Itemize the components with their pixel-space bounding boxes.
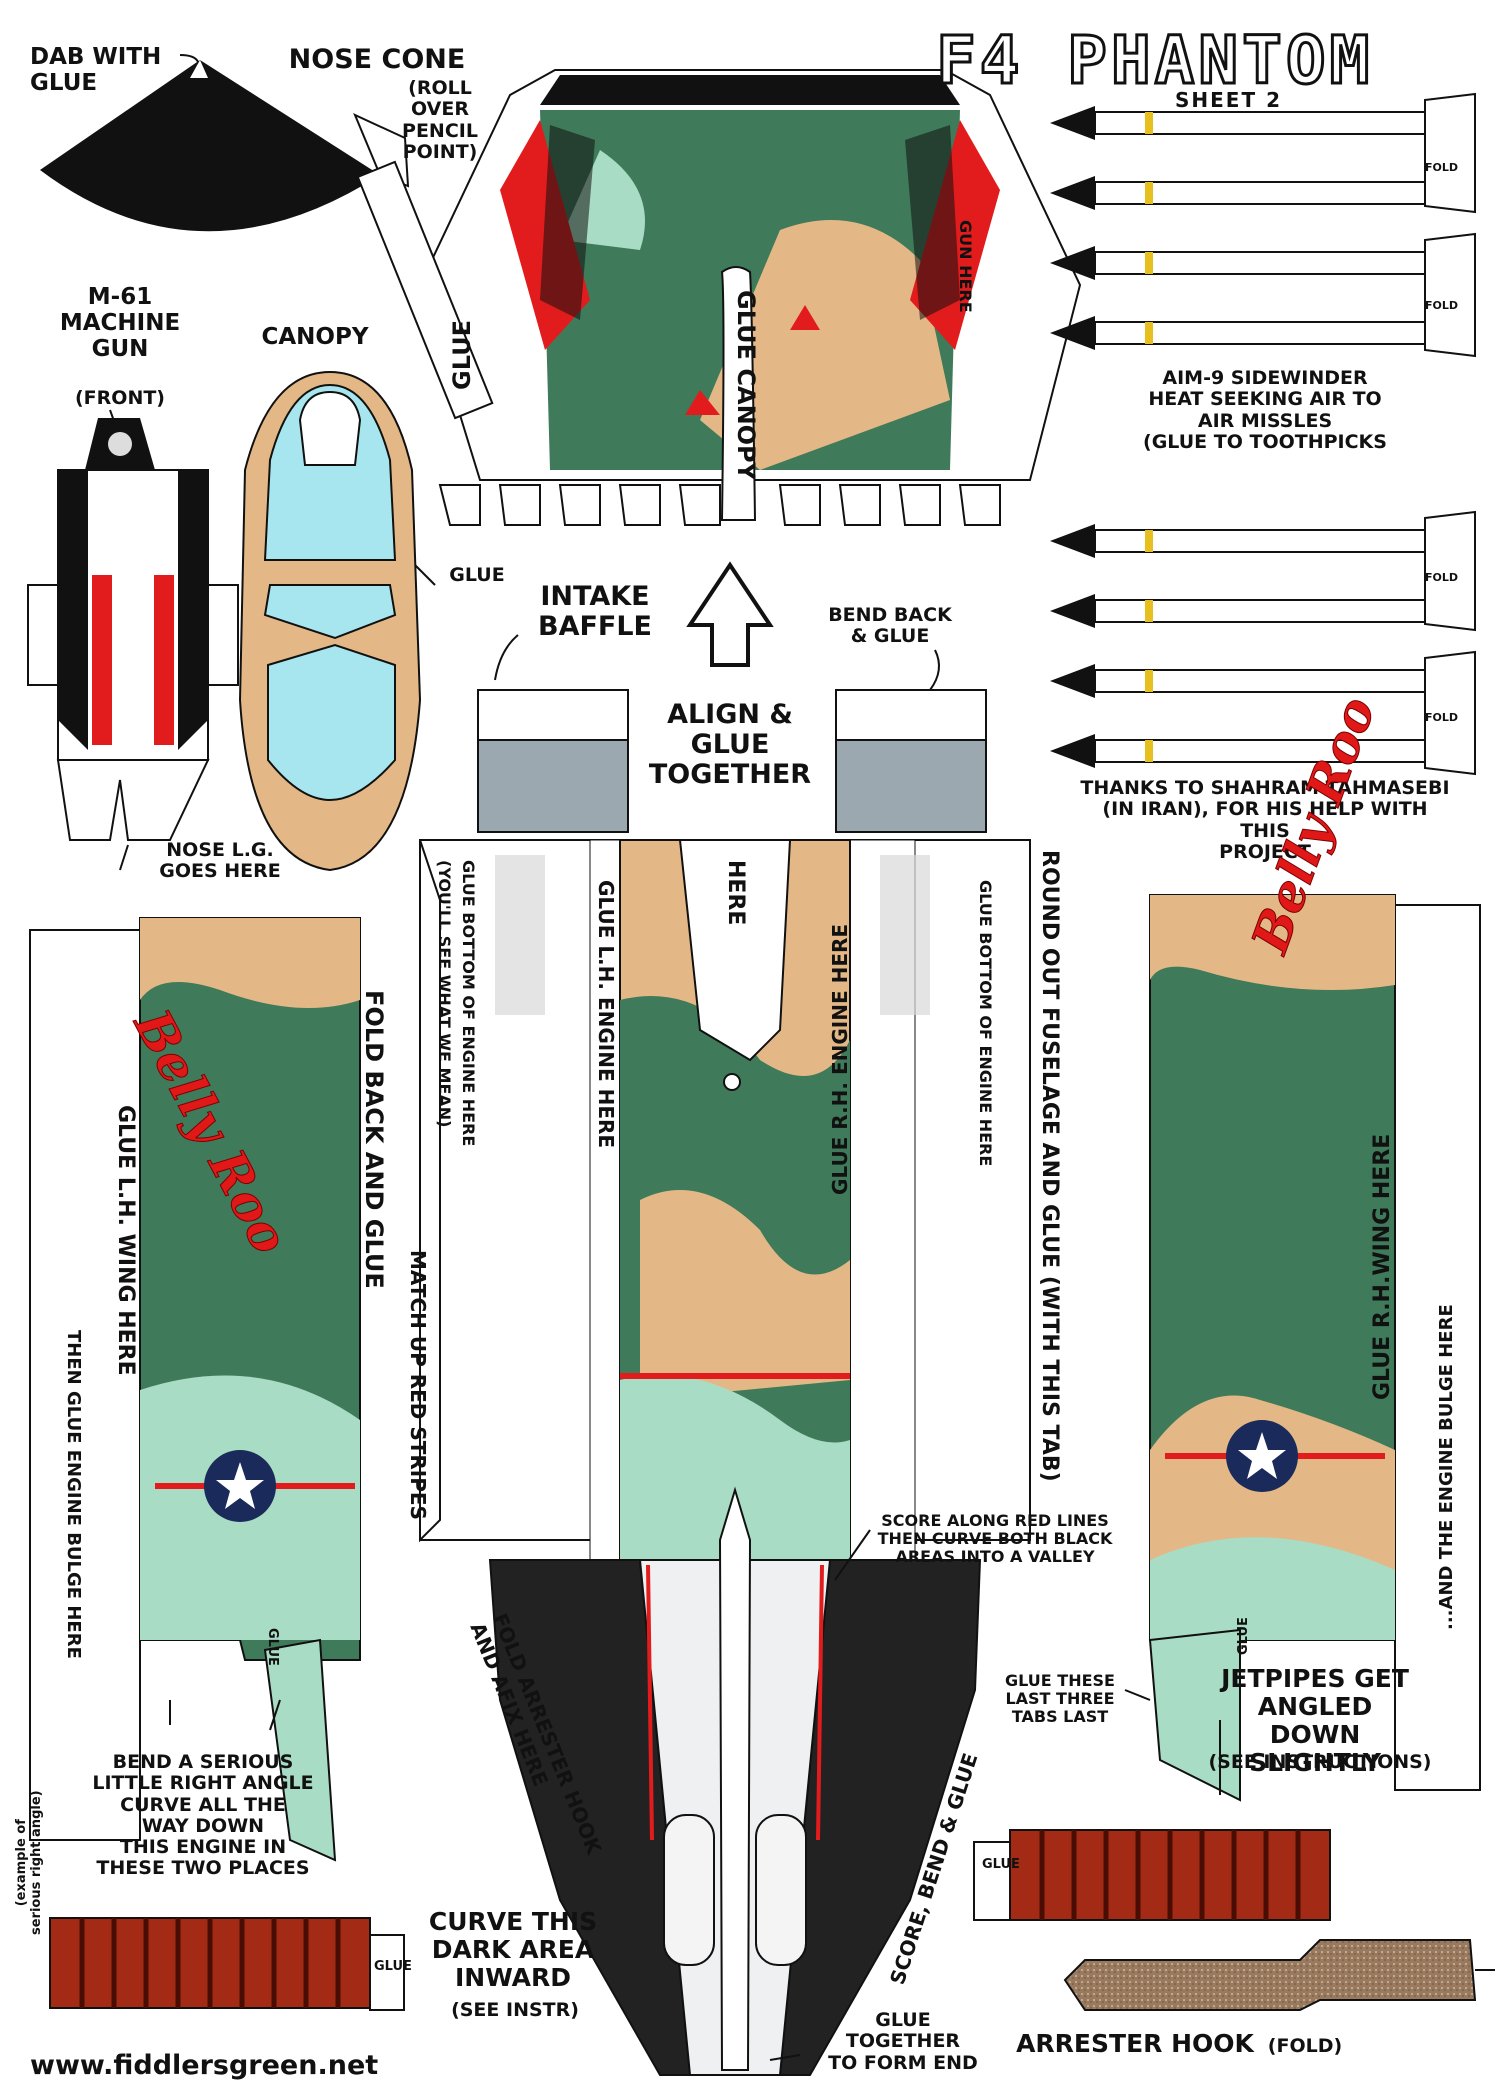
- glue-lh-wing-label: GLUE L.H. WING HERE: [113, 1105, 138, 1376]
- curve-dark-label: CURVE THIS DARK AREA INWARD: [428, 1907, 598, 1992]
- nose-lg-label: NOSE L.G. GOES HERE: [159, 839, 281, 883]
- fold-mark-2: FOLD: [1425, 299, 1459, 312]
- main-fuselage-part: [419, 839, 1031, 1561]
- missile-group-bottom: [1050, 510, 1476, 776]
- glue-together-end-label: GLUE TOGETHER TO FORM END: [828, 2009, 978, 2074]
- canopy-glue-label: GLUE: [449, 564, 505, 586]
- glue-these-tabs-label: GLUE THESE LAST THREE TABS LAST: [1005, 1671, 1115, 1726]
- intake-baffle-label: INTAKE BAFFLE: [537, 581, 652, 643]
- intake-baffle-right: [835, 689, 987, 833]
- roll-over-label: (ROLL OVER PENCIL POINT): [402, 77, 478, 163]
- score-red-lines-label: SCORE ALONG RED LINES THEN CURVE BOTH BL…: [877, 1511, 1113, 1566]
- here-label: HERE: [723, 860, 748, 926]
- then-glue-bulge-label: THEN GLUE ENGINE BULGE HERE: [63, 1330, 84, 1659]
- intake-baffle-left: [477, 689, 629, 833]
- fold-mark-3: FOLD: [1425, 571, 1459, 584]
- dab-with-glue-label: DAB WITH GLUE: [30, 44, 162, 96]
- fold-mark-4: FOLD: [1425, 711, 1459, 724]
- example-angle-label: (example of serious right angle): [14, 1790, 44, 1935]
- m61-gun-part: [27, 418, 239, 841]
- pointer-arrows: [109, 54, 1221, 2061]
- glue-bottom-right-label: GLUE BOTTOM OF ENGINE HERE: [976, 880, 995, 1167]
- round-out-fuselage-label: ROUND OUT FUSELAGE AND GLUE (WITH THIS T…: [1037, 850, 1062, 1482]
- canopy-label: CANOPY: [261, 324, 369, 350]
- gun-here-label: GUN HERE: [956, 220, 975, 313]
- arrester-hook-part: [1063, 1939, 1495, 2011]
- arrester-hook-label: ARRESTER HOOK: [1016, 2029, 1254, 2058]
- bend-back-label: BEND BACK & GLUE: [828, 604, 952, 648]
- nose-cone-label: NOSE CONE: [288, 44, 466, 75]
- match-red-stripes-label: MATCH UP RED STRIPES: [406, 1250, 430, 1520]
- glue-jetpipe-left: GLUE: [374, 1959, 412, 1974]
- page-subtitle: SHEET 2: [1175, 88, 1282, 112]
- see-instructions-label: (SEE INSTRUCTIONS): [1208, 1751, 1432, 1773]
- wing-tab-glue-left: GLUE: [265, 1628, 280, 1666]
- right-wing-panel: [1148, 894, 1481, 1802]
- glue-canopy-strip-label: GLUE CANOPY: [732, 290, 760, 481]
- rear-fuselage-part: [488, 1486, 982, 2076]
- align-glue-label: ALIGN & GLUE TOGETHER: [648, 699, 812, 791]
- m61-label: M-61 MACHINE GUN: [59, 284, 181, 362]
- wing-tab-glue-right: GLUE: [1236, 1617, 1251, 1655]
- fold-back-glue-label: FOLD BACK AND GLUE: [360, 990, 388, 1289]
- nose-section-part: [356, 69, 1082, 526]
- m61-front-label: (FRONT): [75, 387, 165, 409]
- missile-group-top: [1050, 92, 1476, 358]
- thanks-label: THANKS TO SHAHRAM TAHMASEBI (IN IRAN), F…: [1080, 777, 1450, 863]
- glue-rh-wing-label: GLUE R.H.WING HERE: [1370, 1133, 1395, 1400]
- arrester-fold-label: (FOLD): [1267, 2035, 1343, 2057]
- youll-see-label: (YOU'LL SEE WHAT WE MEAN): [435, 860, 454, 1128]
- jetpipes-label: JETPIPES GET ANGLED DOWN SLIGHTLY: [1221, 1664, 1409, 1777]
- glue-bottom-left-label: GLUE BOTTOM OF ENGINE HERE: [459, 860, 478, 1147]
- nose-glue-strip-label: GLUE: [448, 319, 476, 390]
- page-title: F4 PHANTOM: [934, 21, 1374, 101]
- see-instr-label: (SEE INSTR): [451, 1999, 579, 2021]
- and-engine-bulge-label: ...AND THE ENGINE BULGE HERE: [1436, 1304, 1457, 1630]
- jetpipe-right: [973, 1829, 1331, 1921]
- canopy-part: [238, 370, 422, 872]
- left-wing-panel: [29, 917, 361, 1862]
- jetpipe-left: [49, 1917, 405, 2011]
- aim9-label: AIM-9 SIDEWINDER HEAT SEEKING AIR TO AIR…: [1143, 367, 1387, 453]
- glue-jetpipe-right: GLUE: [982, 1857, 1020, 1872]
- glue-lh-engine-label: GLUE L.H. ENGINE HERE: [594, 880, 618, 1149]
- website-url[interactable]: www.fiddlersgreen.net: [30, 2050, 379, 2081]
- glue-rh-engine-label: GLUE R.H. ENGINE HERE: [828, 923, 852, 1195]
- fold-mark-1: FOLD: [1425, 161, 1459, 174]
- align-arrow: [686, 561, 774, 667]
- bend-serious-label: BEND A SERIOUS LITTLE RIGHT ANGLE CURVE …: [92, 1751, 314, 1880]
